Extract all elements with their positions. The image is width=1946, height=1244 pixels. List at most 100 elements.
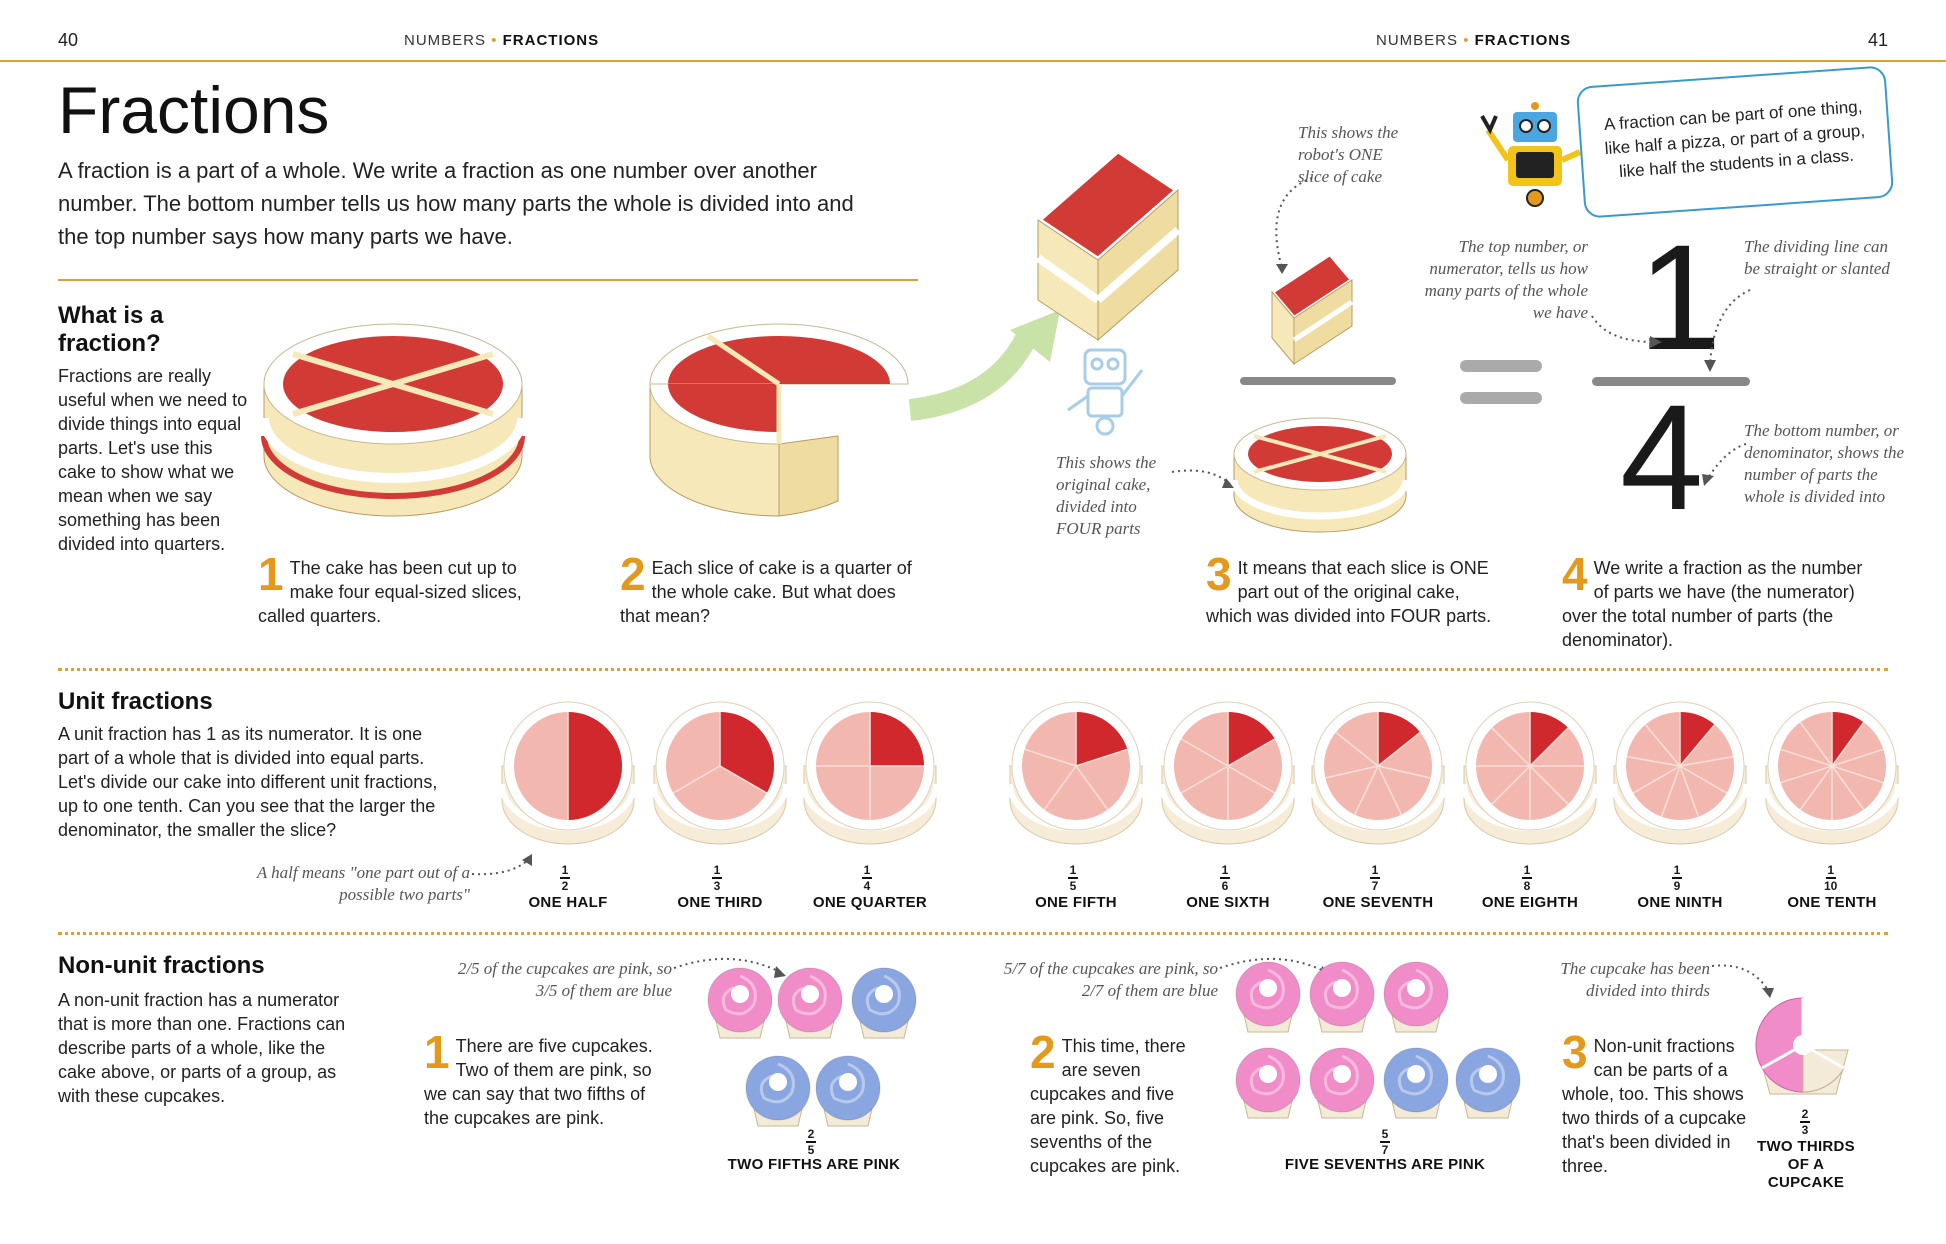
header-section-right: NUMBERS (1376, 32, 1459, 49)
cupcake-note-3-arrow (1711, 964, 1774, 998)
unit-cake-5 (1007, 701, 1145, 845)
unit-cake-7 (1309, 701, 1447, 845)
unit-fraction-label-9: ONE NINTH (1637, 894, 1723, 911)
unit-cake-10 (1763, 701, 1901, 845)
unit-body: A unit fraction has 1 as its numerator. … (58, 724, 438, 840)
original-cake-image (1230, 417, 1410, 533)
unit-fraction-label-2: ONE HALF (528, 894, 608, 911)
what-is-body: Fractions are really useful when we need… (58, 366, 248, 554)
dividing-line-arrow (1704, 289, 1751, 372)
dotted-divider-1 (58, 668, 1888, 671)
nonunit-step-1: 1 There are five cupcakes. Two of them a… (424, 1026, 653, 1128)
denominator-arrow (1702, 443, 1747, 486)
half-note-arrow (471, 854, 532, 876)
big-denominator: 4 (1620, 373, 1704, 541)
cupcake-sevenths-0 (1235, 961, 1301, 1033)
original-cake-note: This shows the original cake, divided in… (1056, 453, 1157, 538)
nonunit-body: A non-unit fraction has a numerator that… (58, 990, 346, 1106)
unit-cake-6 (1159, 701, 1297, 845)
cupcake-fifths-1 (777, 967, 843, 1039)
floating-cake-slice-image (1033, 146, 1183, 342)
nonunit-heading: Non-unit fractions (58, 952, 265, 979)
equals-sign (1460, 360, 1542, 372)
unit-fraction-label-5: ONE FIFTH (1035, 894, 1117, 911)
cupcake-sevenths-3 (1235, 1047, 1301, 1119)
step-2: 2 Each slice of cake is a quarter of the… (620, 548, 912, 626)
unit-cake-3 (651, 701, 789, 845)
unit-fraction-label-4: ONE QUARTER (812, 894, 928, 911)
robot-slice-note: This shows the robot's ONE slice of cake (1298, 123, 1399, 186)
fraction-line-cake (1240, 377, 1396, 385)
what-is-heading: What is a fraction? (58, 302, 164, 357)
step-4: 4 We write a fraction as the number of p… (1562, 548, 1863, 650)
nonunit-step-3: 3 Non-unit fractions can be parts of a w… (1562, 1026, 1747, 1176)
page-title: Fractions (58, 73, 330, 147)
cupcake-sevenths-5 (1383, 1047, 1449, 1119)
definition-callout: A fraction can be part of one thing, lik… (1575, 65, 1895, 219)
intro-paragraph: A fraction is a part of a whole. We writ… (58, 158, 854, 249)
two-thirds-cupcake-image (1755, 997, 1849, 1095)
right-page-number: 41 (1868, 30, 1889, 50)
section-rule (58, 279, 918, 281)
caption-two-fifths: TWO FIFTHS ARE PINK (727, 1156, 901, 1173)
whole-cake-quarters-image (259, 323, 527, 517)
left-running-header: NUMBERS • FRACTIONS (404, 32, 599, 49)
numerator-arrow (1591, 315, 1662, 348)
robot-icon (1480, 102, 1582, 207)
unit-cake-2 (499, 701, 637, 845)
step-1: 1 The cake has been cut up to make four … (258, 548, 522, 626)
unit-fraction-label-8: ONE EIGHTH (1481, 894, 1579, 911)
robot-outline-icon (1067, 348, 1144, 436)
step-3: 3 It means that each slice is ONE part o… (1206, 548, 1492, 626)
cupcake-fifths-3 (745, 1055, 811, 1127)
cupcake-sevenths-6 (1455, 1047, 1521, 1119)
nonunit-step-2: 2 This time, there are seven cupcakes an… (1030, 1026, 1186, 1176)
cupcake-note-3: The cupcake has been divided into thirds (1560, 959, 1710, 1000)
header-section: NUMBERS (404, 32, 487, 49)
half-note: A half means "one part out of a possible… (256, 863, 470, 904)
caption-five-sevenths: FIVE SEVENTHS ARE PINK (1284, 1156, 1486, 1173)
big-fraction-line (1592, 377, 1750, 386)
cupcake-sevenths-2 (1383, 961, 1449, 1033)
unit-fraction-label-6: ONE SIXTH (1186, 894, 1270, 911)
header-topic-right: FRACTIONS (1474, 32, 1572, 49)
cupcake-fifths-0 (707, 967, 773, 1039)
header-topic: FRACTIONS (502, 32, 600, 49)
cupcake-fifths-4 (815, 1055, 881, 1127)
denominator-note: The bottom number, or denominator, shows… (1744, 421, 1905, 506)
caption-two-thirds: TWO THIRDS OF A CUPCAKE (1757, 1138, 1855, 1191)
cake-slice-removed-image (649, 323, 909, 517)
robot-slice-arrow (1275, 177, 1313, 274)
unit-cake-9 (1611, 701, 1749, 845)
unit-heading: Unit fractions (58, 688, 213, 715)
unit-fraction-label-3: ONE THIRD (677, 894, 763, 911)
header-rule (0, 60, 1946, 62)
cupcake-sevenths-1 (1309, 961, 1375, 1033)
bullet-icon: • (491, 32, 498, 49)
cupcake-note-2: 5/7 of the cupcakes are pink, so 2/7 of … (1003, 959, 1218, 1000)
left-page-number: 40 (58, 30, 79, 50)
single-slice-image (1269, 251, 1355, 366)
cupcake-fifths-2 (851, 967, 917, 1039)
original-cake-arrow (1171, 469, 1234, 488)
equals-sign-lower (1460, 392, 1542, 404)
unit-cake-8 (1461, 701, 1599, 845)
cupcake-sevenths-4 (1309, 1047, 1375, 1119)
right-running-header: NUMBERS • FRACTIONS (1376, 32, 1571, 49)
unit-fraction-label-10: ONE TENTH (1787, 894, 1877, 911)
dividing-line-note: The dividing line can be straight or sla… (1744, 237, 1890, 278)
green-arrow-icon (908, 310, 1060, 421)
unit-fraction-label-7: ONE SEVENTH (1322, 894, 1434, 911)
